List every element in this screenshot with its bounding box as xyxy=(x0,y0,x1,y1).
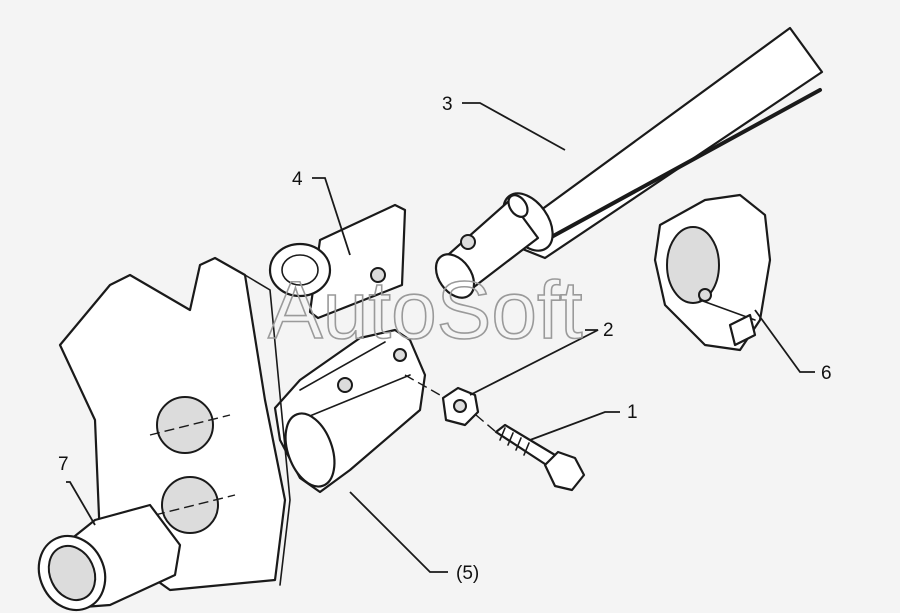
leader-5 xyxy=(349,491,448,573)
label-part-4: 4 xyxy=(292,169,303,190)
part-3-shaft xyxy=(434,26,824,299)
label-part-3: 3 xyxy=(442,94,453,115)
label-part-7: 7 xyxy=(58,454,69,475)
leader-6 xyxy=(754,309,815,373)
part-6-clamp xyxy=(653,193,772,352)
part-2-nut xyxy=(441,386,480,427)
leader-2 xyxy=(469,329,599,396)
leader-1 xyxy=(529,411,620,441)
leader-7 xyxy=(66,481,96,526)
leader-4 xyxy=(312,177,351,256)
assembly-line-nut xyxy=(404,374,441,396)
watermark-text: AutoSoft xyxy=(268,265,583,356)
label-part-6: 6 xyxy=(821,363,832,384)
part-5-housing xyxy=(273,328,427,494)
assembly-line-bolt xyxy=(475,414,497,433)
label-part-1: 1 xyxy=(627,402,638,423)
leader-3 xyxy=(462,102,566,151)
part-7-bracket xyxy=(37,256,291,612)
part-1-bolt xyxy=(494,423,586,492)
label-part-2: 2 xyxy=(603,320,614,341)
part-4-plate xyxy=(268,203,407,320)
label-part-5: (5) xyxy=(456,563,479,584)
